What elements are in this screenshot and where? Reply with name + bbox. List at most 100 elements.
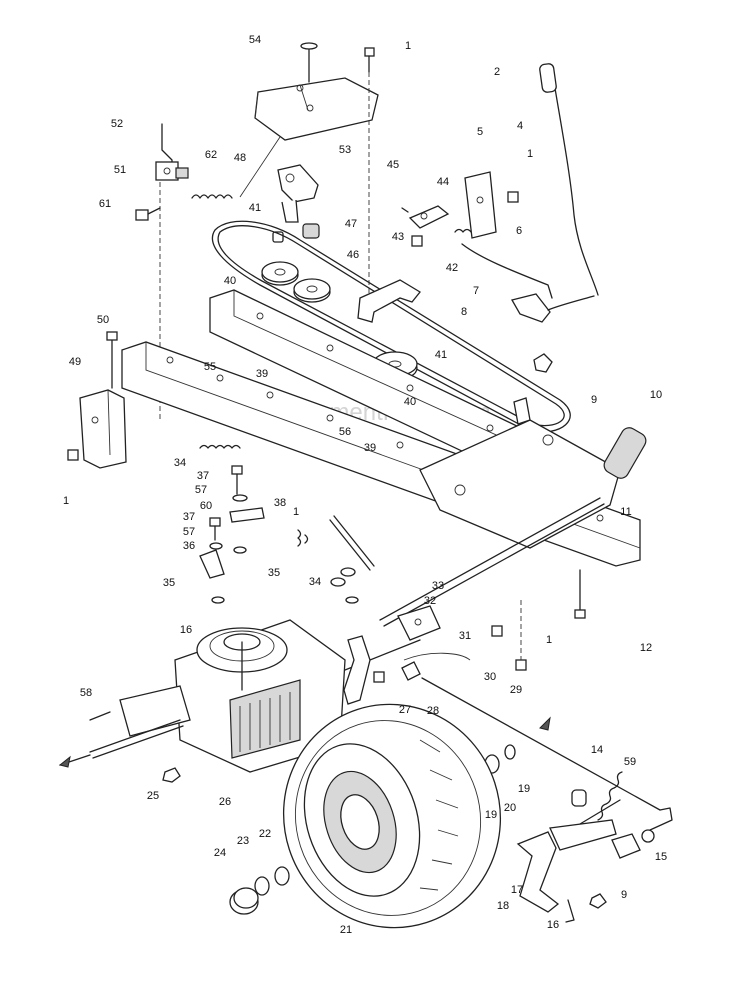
key: [89, 711, 111, 721]
part-number-callout: 6: [516, 225, 522, 237]
bushing: [571, 789, 587, 807]
part-number-callout: 37: [197, 470, 209, 482]
pulley: [293, 278, 331, 303]
control-rod: [539, 63, 599, 296]
part-number-callout: 38: [274, 497, 286, 509]
bracket: [397, 605, 441, 641]
part-number-callout: 30: [484, 671, 496, 683]
part-number-callout: 43: [392, 231, 404, 243]
washer: [254, 866, 290, 896]
part-number-callout: 20: [504, 802, 516, 814]
part-number-callout: 4: [517, 120, 523, 132]
part-number-callout: 39: [256, 368, 268, 380]
part-number-callout: 32: [424, 595, 436, 607]
mounting-plate: [254, 42, 379, 141]
spacer: [302, 223, 320, 239]
nut: [513, 353, 553, 425]
part-number-callout: 41: [435, 349, 447, 361]
bolt: [209, 517, 223, 550]
part-number-callout: 40: [404, 396, 416, 408]
part-number-callout: 58: [80, 687, 92, 699]
part-number-callout: 23: [237, 835, 249, 847]
pin: [565, 899, 575, 923]
part-number-callout: 1: [546, 634, 552, 646]
bolt: [491, 569, 586, 671]
part-number-callout: 19: [518, 783, 530, 795]
part-number-callout: 16: [180, 624, 192, 636]
part-number-callout: 57: [183, 526, 195, 538]
part-number-callout: 54: [249, 34, 261, 46]
part-number-callout: 21: [340, 924, 352, 936]
part-number-callout: 27: [399, 704, 411, 716]
part-number-callout: 15: [655, 851, 667, 863]
hub-cap: [229, 887, 259, 915]
drive-belt: [211, 220, 571, 433]
transaxle: [119, 619, 346, 773]
pedal-shaft: [379, 427, 647, 627]
part-number-callout: 18: [497, 900, 509, 912]
part-number-callout: 19: [485, 809, 497, 821]
spring: [297, 515, 375, 571]
part-number-callout: 1: [527, 148, 533, 160]
bolt: [364, 47, 375, 300]
part-number-callout: 35: [163, 577, 175, 589]
part-number-callout: 22: [259, 828, 271, 840]
part-number-callout: 17: [511, 884, 523, 896]
part-number-callout: 33: [432, 580, 444, 592]
part-number-callout: 40: [224, 275, 236, 287]
part-number-callout: 39: [364, 442, 376, 454]
nut: [162, 767, 181, 783]
part-number-callout: 57: [195, 484, 207, 496]
part-number-callout: 31: [459, 630, 471, 642]
part-number-callout: 52: [111, 118, 123, 130]
part-number-callout: 28: [427, 705, 439, 717]
bracket: [67, 331, 127, 469]
part-number-callout: 41: [249, 202, 261, 214]
part-number-callout: 12: [640, 642, 652, 654]
washer: [330, 567, 359, 604]
part-number-callout: 50: [97, 314, 109, 326]
part-number-callout: 59: [624, 756, 636, 768]
part-number-callout: 47: [345, 218, 357, 230]
part-number-callout: 55: [204, 361, 216, 373]
part-number-callout: 10: [650, 389, 662, 401]
part-number-callout: 11: [620, 506, 631, 518]
part-number-callout: 26: [219, 796, 231, 808]
part-number-callout: 14: [591, 744, 603, 756]
part-number-callout: 1: [63, 495, 69, 507]
part-number-callout: 60: [200, 500, 212, 512]
part-number-callout: 1: [293, 506, 299, 518]
part-number-callout: 9: [591, 394, 597, 406]
part-number-callout: 7: [473, 285, 479, 297]
part-number-callout: 34: [309, 576, 321, 588]
bracket: [464, 171, 519, 239]
spring: [199, 444, 241, 449]
part-number-callout: 44: [437, 176, 449, 188]
part-number-callout: 49: [69, 356, 81, 368]
bolt: [135, 207, 161, 221]
part-number-callout: 61: [99, 198, 111, 210]
part-number-callout: 2: [494, 66, 500, 78]
part-number-callout: 51: [114, 164, 126, 176]
spring: [191, 136, 281, 199]
part-number-callout: 16: [547, 919, 559, 931]
part-number-callout: 37: [183, 511, 195, 523]
idler-bracket: [277, 164, 319, 223]
plate: [229, 507, 265, 523]
washer: [211, 546, 247, 604]
pulley: [261, 261, 299, 286]
bracket: [511, 293, 595, 323]
part-number-callout: 46: [347, 249, 359, 261]
part-number-callout: 34: [174, 457, 186, 469]
part-number-callout: 8: [461, 306, 467, 318]
part-number-callout: 62: [205, 149, 217, 161]
shift-lever: [155, 123, 189, 420]
part-number-callout: 5: [477, 126, 483, 138]
part-number-callout: 56: [339, 426, 351, 438]
brake-pedal: [516, 819, 641, 913]
part-number-callout: 42: [446, 262, 458, 274]
part-number-callout: 24: [214, 847, 226, 859]
bolt: [231, 465, 248, 502]
part-number-callout: 9: [621, 889, 627, 901]
